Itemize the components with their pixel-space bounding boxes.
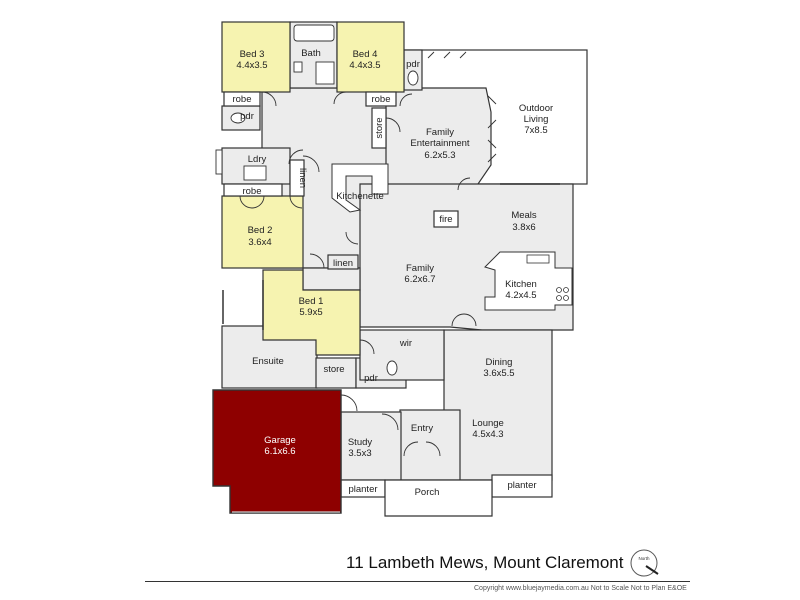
- lounge-size-label: 4.5x4.3: [472, 429, 503, 440]
- wir-label: wir: [399, 338, 412, 349]
- dining-size-label: 3.6x5.5: [483, 368, 514, 379]
- room-labels: Bed 3 4.4x3.5 Bath Bed 4 4.4x3.5 pdr Out…: [232, 48, 553, 498]
- outdoor-size-label: 7x8.5: [524, 125, 547, 136]
- planter-right-label: planter: [507, 480, 536, 491]
- robe-bed3-box: [223, 91, 261, 107]
- bed1-size-label: 5.9x5: [299, 307, 322, 318]
- meals-name-label: Meals: [511, 210, 537, 221]
- garage-name-label: Garage: [264, 435, 296, 446]
- family-size-label: 6.2x6.7: [404, 274, 435, 285]
- shower-icon: [315, 61, 335, 85]
- laundry-tub-icon: [243, 165, 267, 181]
- kitchenette-bench: [331, 163, 389, 213]
- toilet-left-icon: [230, 112, 246, 124]
- robe-bed2-label: robe: [242, 186, 261, 197]
- copyright-footer: Copyright www.bluejaymedia.com.au Not to…: [474, 585, 687, 592]
- linen-upper-box: [289, 159, 305, 197]
- bath-tub-icon: [293, 24, 335, 42]
- bed2-name-label: Bed 2: [248, 225, 273, 236]
- porch-outline: [384, 479, 493, 517]
- store-top-label: store: [374, 117, 385, 138]
- meals-size-label: 3.8x6: [512, 222, 535, 233]
- family-ent-name-label: Family: [426, 127, 454, 138]
- fire-box: [433, 210, 459, 228]
- cooktop-burners: [556, 287, 569, 301]
- toilet-bottom-icon: [386, 360, 398, 376]
- kitchen-bench: [484, 251, 573, 311]
- pdr-bottom-label: pdr: [364, 373, 378, 384]
- property-address: 11 Lambeth Mews, Mount Claremont: [346, 553, 624, 572]
- bed4-size-label: 4.4x3.5: [349, 60, 380, 71]
- lounge-name-label: Lounge: [472, 418, 504, 429]
- robe-bed2-box: [223, 183, 283, 197]
- porch-label: Porch: [415, 487, 440, 498]
- window-marker-left: [215, 149, 223, 175]
- pdr-top-label: pdr: [406, 59, 420, 70]
- north-compass: North: [630, 549, 659, 577]
- bed1-name-label: Bed 1: [299, 296, 324, 307]
- family-ent-name2-label: Entertainment: [410, 138, 470, 149]
- garage-size-label: 6.1x6.6: [264, 446, 295, 457]
- linen-upper-label: linen: [297, 168, 308, 188]
- hall-connector-area: [302, 267, 361, 291]
- ensuite-label: Ensuite: [252, 356, 284, 367]
- study-size-label: 3.5x3: [348, 448, 371, 459]
- bed3-area: [221, 21, 291, 93]
- garage-area: [212, 389, 342, 514]
- storage-rooms: [223, 91, 553, 498]
- dining-lounge-area: [443, 329, 553, 481]
- divider-rule: [145, 581, 690, 582]
- fire-label: fire: [439, 214, 452, 225]
- linen-lower-area: [327, 254, 359, 270]
- compass-arrow-icon: [645, 565, 659, 575]
- dining-name-label: Dining: [486, 357, 513, 368]
- ldry-label: Ldry: [248, 154, 267, 165]
- outdoor-name2-label: Living: [524, 114, 549, 125]
- fixtures: [215, 24, 419, 376]
- study-area: [340, 411, 402, 481]
- bed2-area: [221, 195, 304, 269]
- bed4-name-label: Bed 4: [353, 49, 378, 60]
- kitchenette-label: Kitchenette: [336, 191, 384, 202]
- bedrooms: [221, 21, 405, 356]
- bed3-name-label: Bed 3: [240, 49, 265, 60]
- family-ent-size-label: 6.2x5.3: [424, 150, 455, 161]
- robe-bed3-label: robe: [232, 94, 251, 105]
- planter-left-label: planter: [348, 484, 377, 495]
- bed3-size-label: 4.4x3.5: [236, 60, 267, 71]
- family-name-label: Family: [406, 263, 434, 274]
- sliding-doors: [222, 183, 560, 330]
- wir-area: [359, 329, 445, 381]
- store-bottom-label: store: [323, 364, 344, 375]
- store-top-box: [371, 107, 387, 149]
- bath-name-label: Bath: [301, 48, 321, 59]
- pdr-left-label: pdr: [240, 111, 254, 122]
- outdoor-name-label: Outdoor: [519, 103, 553, 114]
- robe-bed4-label: robe: [371, 94, 390, 105]
- robe-bed4-box: [365, 91, 397, 107]
- kitchen-sink: [526, 254, 550, 264]
- kitchen-name-label: Kitchen: [505, 279, 537, 290]
- compass-circle: [630, 549, 658, 577]
- study-name-label: Study: [348, 437, 373, 448]
- kitchen-size-label: 4.2x4.5: [505, 290, 536, 301]
- entry-label: Entry: [411, 423, 433, 434]
- toilet-top-icon: [407, 70, 419, 86]
- bed4-area: [336, 21, 405, 93]
- bed2-size-label: 3.6x4: [248, 237, 271, 248]
- bath-vanity-icon: [293, 61, 303, 73]
- linen-lower-label: linen: [333, 258, 353, 269]
- bed1-area: [262, 269, 361, 356]
- compass-label: North: [638, 556, 650, 561]
- door-swings: [239, 51, 497, 457]
